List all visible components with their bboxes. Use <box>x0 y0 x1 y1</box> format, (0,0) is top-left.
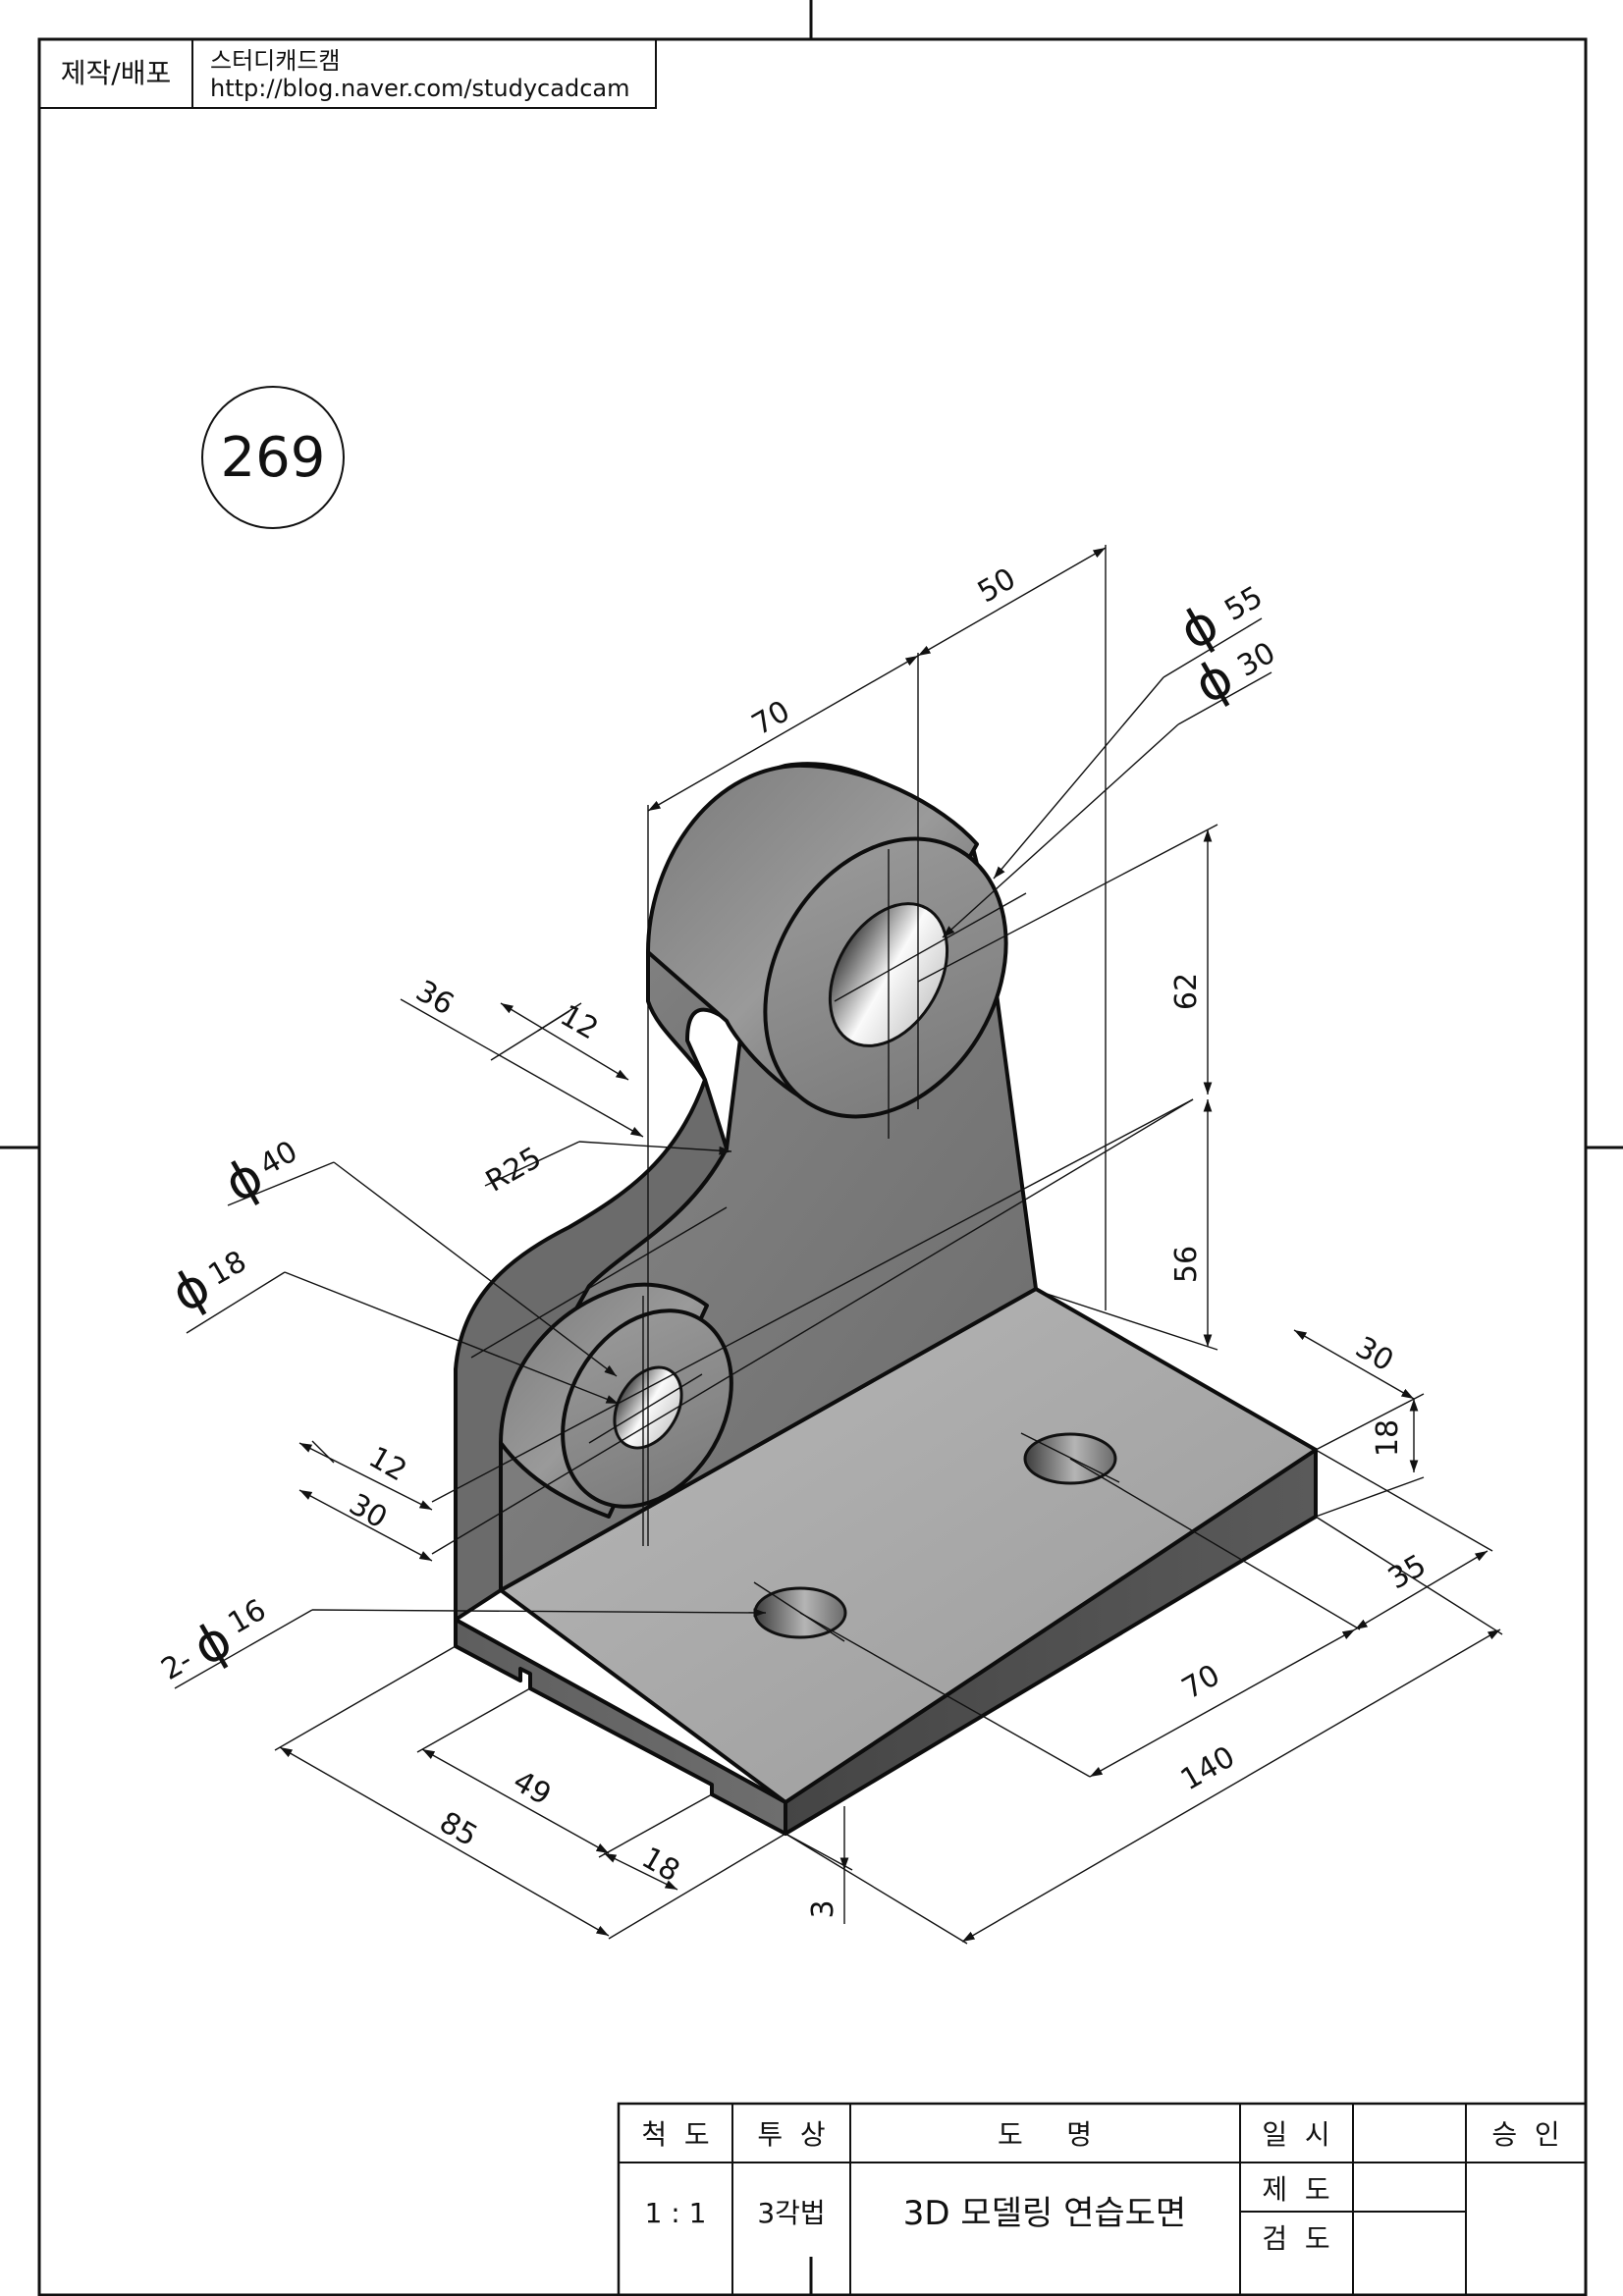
phi55-symbol: ϕ <box>1170 594 1229 662</box>
isometric-part <box>454 762 1318 1836</box>
dim-r25: R25 <box>480 1141 548 1200</box>
upright-left-edge <box>454 1078 729 1622</box>
tb-name-value: 3D 모델링 연습도면 <box>903 2194 1186 2233</box>
drawing-number: 269 <box>221 426 326 490</box>
dim-18-bottom: 18 <box>635 1841 685 1889</box>
dim-phi30: 30 <box>1232 636 1282 684</box>
dim-3: 3 <box>806 1899 840 1918</box>
dim-35: 35 <box>1382 1548 1433 1596</box>
center-lines <box>431 849 1194 1642</box>
dim-18-right: 18 <box>1371 1419 1405 1457</box>
dim-phi18: 18 <box>203 1245 253 1293</box>
dim-140: 140 <box>1175 1739 1241 1797</box>
dim-56: 56 <box>1169 1246 1204 1283</box>
tb-projection-value: 3각법 <box>757 2197 825 2229</box>
base-front-face <box>454 1618 787 1836</box>
tb-scale-label: 척 도 <box>641 2118 709 2151</box>
dim-85: 85 <box>433 1805 483 1853</box>
dimension-lines <box>174 545 1503 1945</box>
tb-date-label: 일 시 <box>1262 2118 1329 2151</box>
dim-70-bottom: 70 <box>1176 1658 1226 1706</box>
dim-49: 49 <box>507 1764 557 1812</box>
dim-phi40: 40 <box>254 1135 304 1183</box>
dim-36: 36 <box>409 974 460 1022</box>
dim-30-left: 30 <box>343 1487 393 1535</box>
dim-62: 62 <box>1169 973 1204 1010</box>
tb-drawn-label: 제 도 <box>1262 2173 1329 2206</box>
tb-projection-label: 투 상 <box>757 2118 825 2151</box>
dim-phi16: 16 <box>223 1593 273 1641</box>
tb-scale-value: 1 : 1 <box>645 2197 707 2229</box>
dim-12-left: 12 <box>362 1440 412 1488</box>
tb-approve-label: 승 인 <box>1491 2118 1559 2151</box>
header-org: 스터디캐드캠 <box>210 47 340 75</box>
header-stamp: 제작/배포 스터디캐드캠 http://blog.naver.com/study… <box>38 38 657 109</box>
drawing-number-badge: 269 <box>201 386 345 529</box>
dim-70-top: 70 <box>746 694 796 742</box>
dim-50: 50 <box>972 561 1022 610</box>
tb-checked-label: 검 도 <box>1262 2222 1329 2255</box>
dim-30-right: 30 <box>1349 1330 1399 1378</box>
header-url: http://blog.naver.com/studycadcam <box>210 75 629 102</box>
title-block: 척 도 투 상 도 명 일 시 승 인 1 : 1 3각법 3D 모델링 연습도… <box>617 2102 1588 2296</box>
tb-name-label: 도 명 <box>998 2118 1092 2151</box>
header-label: 제작/배포 <box>61 57 171 89</box>
dim-phi55: 55 <box>1219 580 1270 628</box>
dim-holes-count: 2- <box>156 1643 198 1687</box>
